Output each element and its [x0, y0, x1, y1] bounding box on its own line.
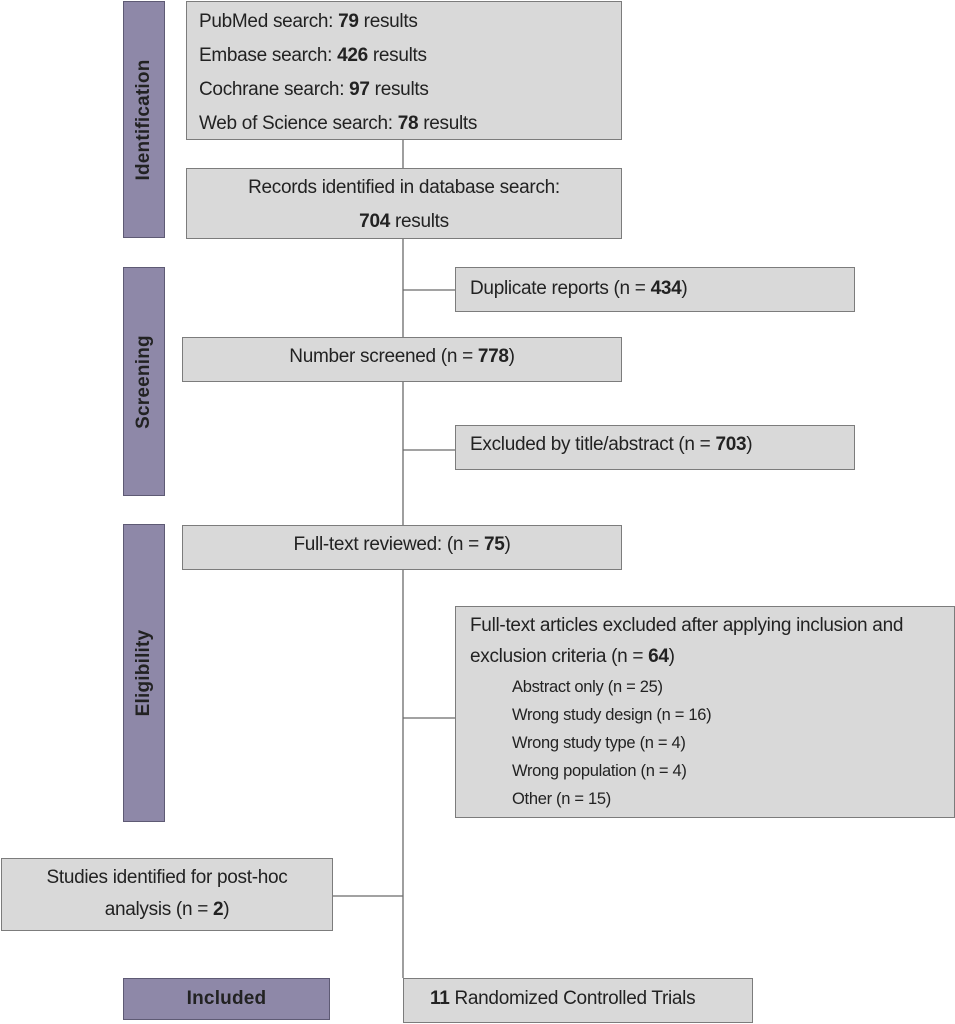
excluded-title-abstract-text: Excluded by title/abstract (n = 703): [470, 428, 854, 462]
phase-identification-label: Identification: [133, 58, 154, 181]
screened-label: Number screened (n =: [289, 346, 478, 367]
posthoc-line1: Studies identified for post-hoc: [46, 867, 288, 888]
fulltext-suffix: ): [504, 534, 511, 555]
cochrane-suffix: results: [369, 79, 429, 100]
fulltext-count: 75: [483, 534, 505, 555]
posthoc-line2: analysis (n = 2): [2, 894, 332, 926]
pubmed-count: 79: [338, 11, 359, 32]
phase-screening: Screening: [123, 267, 165, 496]
cochrane-count: 97: [349, 79, 370, 100]
pubmed-suffix: results: [358, 11, 418, 32]
wos-suffix: results: [418, 113, 478, 134]
excluded-title-suffix: ): [746, 434, 753, 455]
reason-wrong-population: Wrong population (n = 4): [512, 762, 687, 780]
fulltext-excluded-label: exclusion criteria (n =: [470, 646, 649, 667]
reason-wrong-type: Wrong study type (n = 4): [512, 734, 686, 752]
excluded-title-count: 703: [715, 434, 747, 455]
cochrane-search-label: Cochrane search:: [199, 79, 350, 100]
fulltext-excluded-suffix: ): [668, 646, 675, 667]
records-count: 704: [359, 211, 390, 232]
embase-suffix: results: [367, 45, 427, 66]
phase-included-label: Included: [186, 988, 267, 1009]
phase-eligibility: Eligibility: [123, 524, 165, 822]
duplicates-label: Duplicate reports (n =: [470, 278, 651, 299]
duplicates-count: 434: [650, 278, 682, 299]
fulltext-excluded-line2: exclusion criteria (n = 64): [470, 641, 954, 672]
duplicate-reports-text: Duplicate reports (n = 434): [470, 272, 854, 306]
wos-search: Web of Science search: 78 results: [199, 107, 621, 141]
fulltext-excluded-count: 64: [648, 646, 669, 667]
fulltext-excluded-box: Full-text articles excluded after applyi…: [455, 606, 955, 818]
records-suffix: results: [389, 211, 449, 232]
database-searches-box: PubMed search: 79 results Embase search:…: [186, 1, 622, 140]
reason-other: Other (n = 15): [512, 790, 611, 808]
records-identified-label: Records identified in database search:: [248, 177, 560, 198]
posthoc-suffix: ): [223, 899, 230, 920]
reason-wrong-design: Wrong study design (n = 16): [512, 706, 712, 724]
number-screened-box: Number screened (n = 778): [182, 337, 622, 382]
records-identified-count-line: 704 results: [187, 205, 621, 239]
excluded-title-abstract-box: Excluded by title/abstract (n = 703): [455, 425, 855, 470]
reason-abstract-only: Abstract only (n = 25): [512, 678, 663, 696]
records-identified-box: Records identified in database search: 7…: [186, 168, 622, 239]
phase-included: Included: [123, 978, 330, 1020]
phase-identification: Identification: [123, 1, 165, 238]
screened-suffix: ): [508, 346, 515, 367]
fulltext-excluded-line1: Full-text articles excluded after applyi…: [470, 615, 904, 636]
phase-eligibility-label: Eligibility: [133, 629, 154, 717]
wos-count: 78: [397, 113, 419, 134]
phase-screening-label: Screening: [133, 334, 154, 429]
included-trials-box: 11 Randomized Controlled Trials: [403, 978, 753, 1023]
included-label: Randomized Controlled Trials: [449, 988, 696, 1009]
cochrane-search: Cochrane search: 97 results: [199, 73, 621, 107]
included-count: 11: [430, 988, 450, 1009]
embase-search: Embase search: 426 results: [199, 39, 621, 73]
fulltext-reviewed-box: Full-text reviewed: (n = 75): [182, 525, 622, 570]
excluded-title-label: Excluded by title/abstract (n =: [470, 434, 716, 455]
number-screened-text: Number screened (n = 778): [183, 340, 621, 374]
duplicates-suffix: ): [681, 278, 688, 299]
pubmed-search-label: PubMed search:: [199, 11, 339, 32]
posthoc-label: analysis (n =: [104, 899, 213, 920]
embase-search-label: Embase search:: [199, 45, 338, 66]
embase-count: 426: [337, 45, 368, 66]
exclusion-reasons-list: Abstract only (n = 25) Wrong study desig…: [470, 673, 954, 813]
screened-count: 778: [477, 346, 509, 367]
fulltext-label: Full-text reviewed: (n =: [293, 534, 484, 555]
fulltext-reviewed-text: Full-text reviewed: (n = 75): [183, 528, 621, 562]
posthoc-count: 2: [212, 899, 224, 920]
posthoc-studies-box: Studies identified for post-hoc analysis…: [1, 858, 333, 931]
pubmed-search: PubMed search: 79 results: [199, 5, 621, 39]
duplicate-reports-box: Duplicate reports (n = 434): [455, 267, 855, 312]
wos-search-label: Web of Science search:: [199, 113, 398, 134]
included-trials-text: 11 Randomized Controlled Trials: [430, 982, 752, 1016]
